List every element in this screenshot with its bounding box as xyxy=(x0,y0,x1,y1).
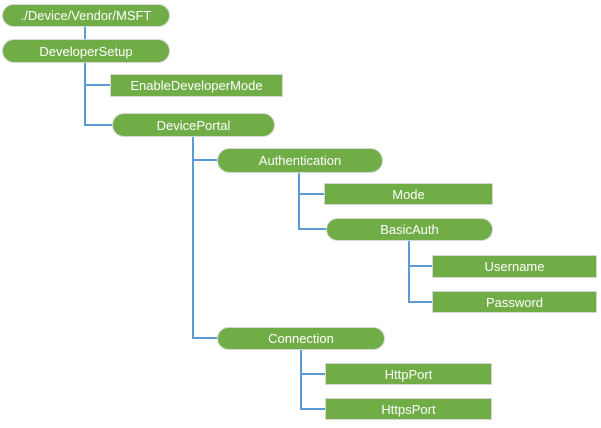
node-developersetup: DeveloperSetup xyxy=(2,39,170,63)
connector-to-httpport xyxy=(300,373,325,375)
node-basicauth: BasicAuth xyxy=(326,218,493,241)
node-mode: Mode xyxy=(324,183,493,205)
node-username: Username xyxy=(432,255,597,278)
node-deviceportal: DevicePortal xyxy=(112,113,275,137)
connector-to-password xyxy=(408,301,432,303)
connector-to-basicauth xyxy=(298,228,326,230)
connector-to-connection xyxy=(192,337,217,339)
connector-developersetup-trunk xyxy=(84,63,86,126)
connector-deviceportal-trunk xyxy=(192,137,194,339)
node-authentication: Authentication xyxy=(217,148,383,173)
connector-to-authentication xyxy=(192,159,217,161)
connector-basicauth-trunk xyxy=(408,241,410,303)
node-httpport: HttpPort xyxy=(325,363,492,385)
connector-to-enabledevelopermode xyxy=(84,84,110,86)
node-device-vendor-msft: ./Device/Vendor/MSFT xyxy=(2,4,170,27)
node-connection: Connection xyxy=(217,327,385,350)
connector-root-to-developersetup xyxy=(84,27,86,39)
connector-to-httpsport xyxy=(300,408,325,410)
connector-to-mode xyxy=(298,193,324,195)
node-httpsport: HttpsPort xyxy=(325,398,492,420)
connector-to-username xyxy=(408,265,432,267)
node-password: Password xyxy=(432,291,597,313)
node-enabledevelopermode: EnableDeveloperMode xyxy=(110,74,283,97)
connector-connection-trunk xyxy=(300,350,302,410)
connector-authentication-trunk xyxy=(298,173,300,230)
connector-to-deviceportal xyxy=(84,124,112,126)
